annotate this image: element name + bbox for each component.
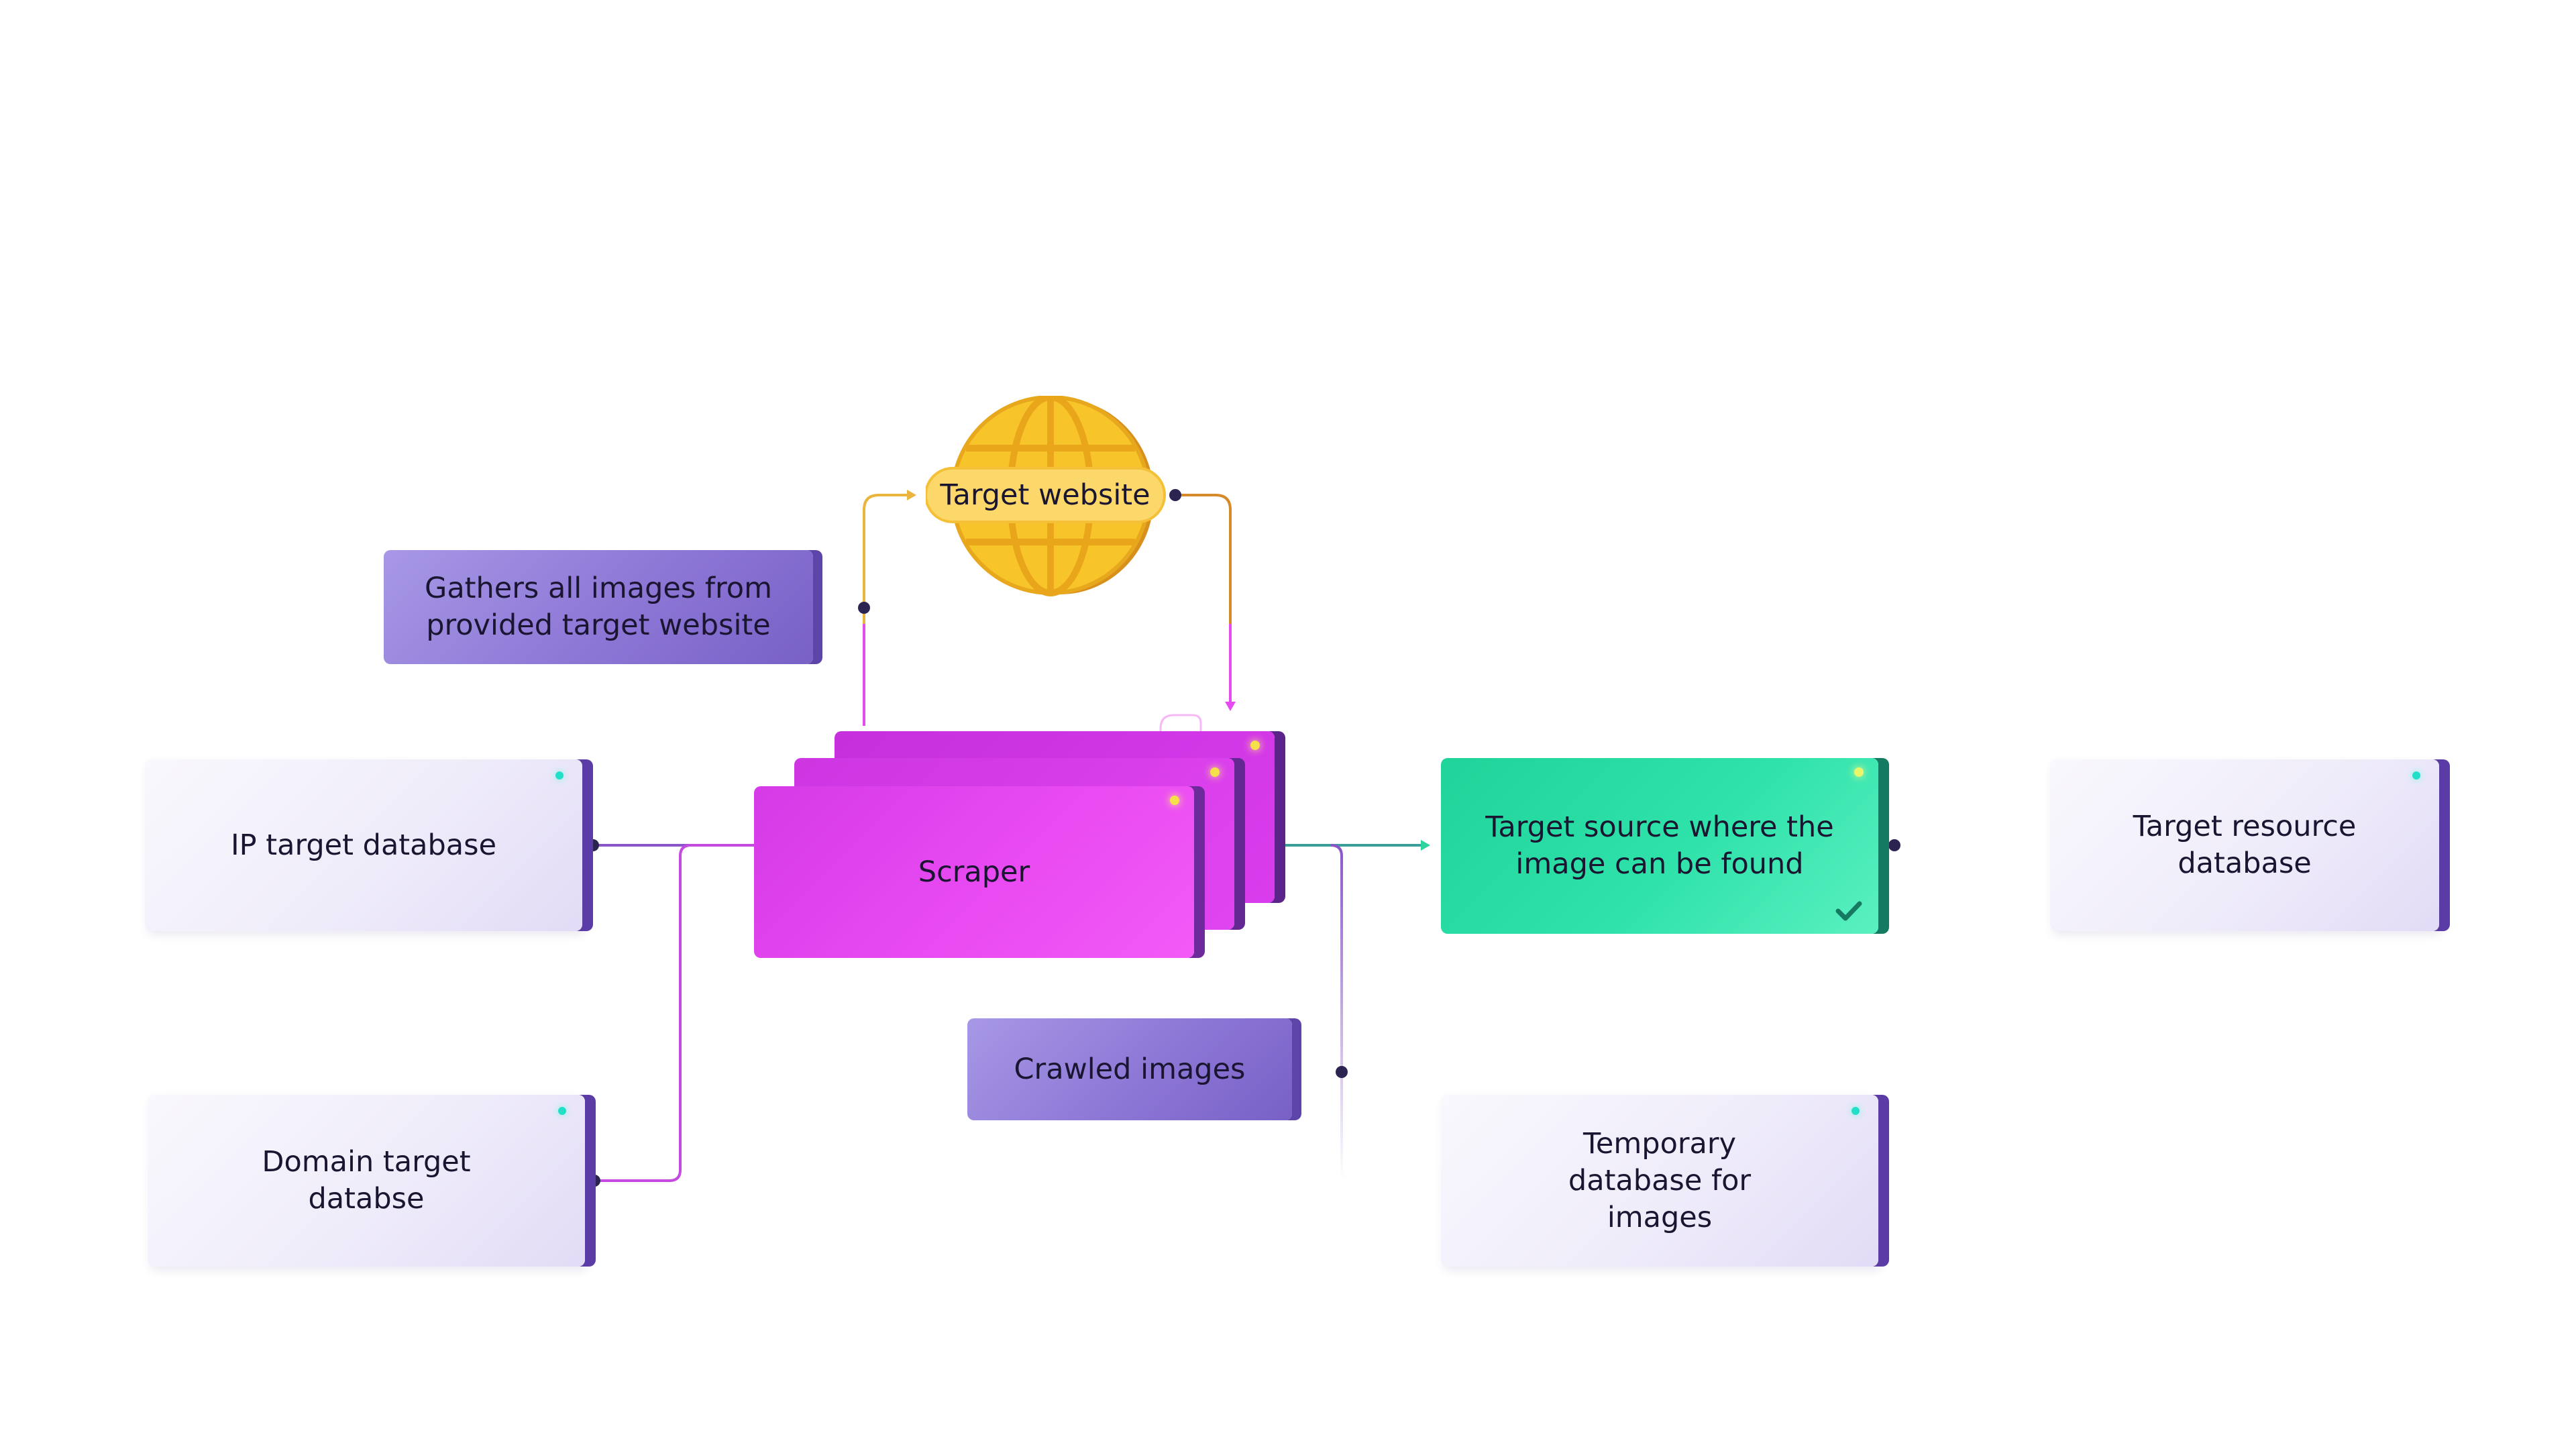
target-source-label: Target source where the image can be fou… [1485,810,1834,881]
gathers-images-label: Gathers all images from provided target … [384,550,813,664]
crawled-images-label: Crawled images [967,1018,1292,1120]
domain-target-database-label: Domain target databse [262,1145,471,1216]
globe-icon [926,396,1166,596]
ip-target-database: IP target database [145,759,582,931]
connector-domain-to-scraper [594,844,754,1182]
target-website-label: Target website [940,478,1150,512]
temporary-database: Temporary database for images [1441,1095,1878,1267]
status-dot [555,771,564,780]
target-source-node: Target source where the image can be fou… [1441,758,1878,934]
connector-dot [858,602,870,614]
check-icon [1835,901,1862,921]
status-dot [558,1107,566,1115]
indicator-dot [1250,741,1260,750]
indicator-dot [1854,767,1864,777]
crawled-images-text: Crawled images [1014,1052,1246,1086]
scraper-label: Scraper [918,855,1030,889]
target-website-node: Target website [926,396,1167,597]
scraper: Scraper [754,786,1194,958]
temporary-database-label: Temporary database for images [1568,1126,1752,1234]
connector-scraper-to-temp [1330,844,1422,1182]
indicator-dot [1170,796,1179,805]
connector-scraper-to-website [863,494,907,726]
arrow-head [907,490,916,500]
indicator-dot [1210,767,1220,777]
ip-target-database-label: IP target database [230,828,497,862]
status-dot [1851,1107,1860,1115]
connector-website-to-scraper [1175,494,1232,704]
status-dot [2412,771,2420,780]
target-resource-database: Target resource database [2050,759,2439,931]
target-resource-database-label: Target resource database [2133,810,2357,880]
domain-target-database: Domain target databse [148,1095,585,1267]
gathers-images-text: Gathers all images from provided target … [425,572,772,642]
